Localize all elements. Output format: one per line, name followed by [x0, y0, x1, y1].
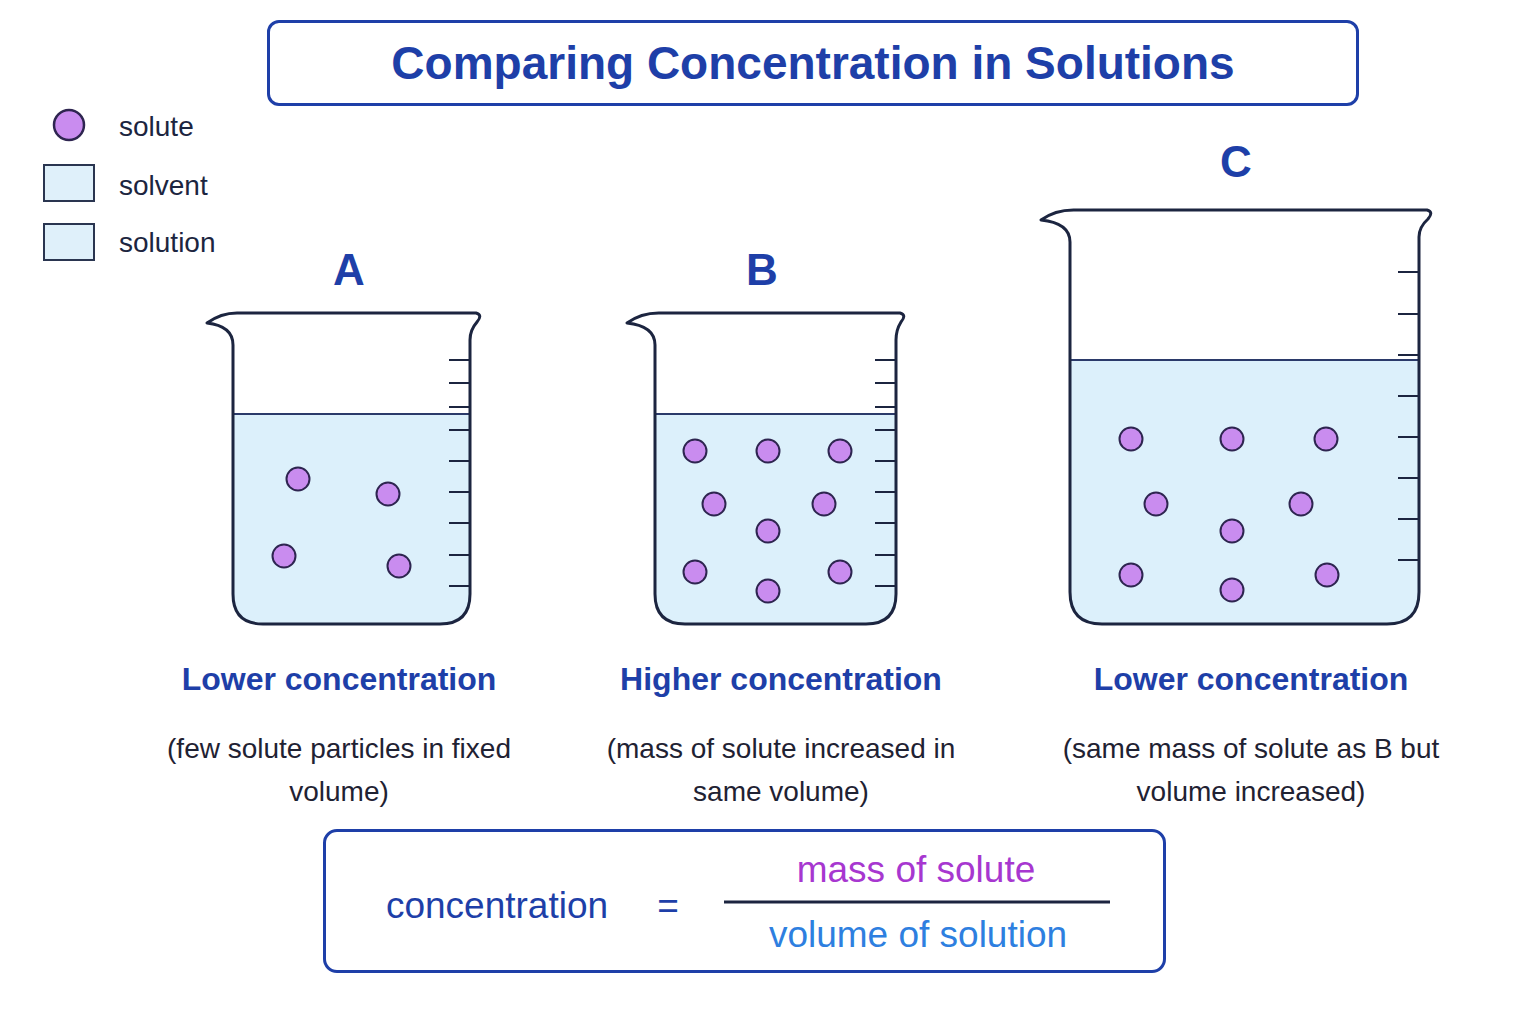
solute-particle — [273, 545, 296, 568]
beaker-panel: BHigher concentration(mass of solute inc… — [576, 240, 986, 800]
fraction-bar — [724, 901, 1110, 904]
beaker-glass — [207, 313, 480, 624]
formula-box: concentration=mass of solute volume of so… — [323, 829, 1166, 973]
graduation-mark — [1398, 518, 1419, 520]
graduation-mark — [875, 522, 896, 524]
solute-particle — [684, 440, 707, 463]
graduation-mark — [1398, 559, 1419, 561]
beaker-drawing — [576, 240, 986, 800]
legend-label: solute — [119, 110, 194, 144]
graduation-mark — [875, 359, 896, 361]
solution-liquid — [655, 414, 896, 624]
solute-particle — [1315, 428, 1338, 451]
graduation-mark — [449, 382, 470, 384]
concentration-note: (few solute particles in fixed volume) — [144, 727, 534, 813]
title-box: Comparing Concentration in Solutions — [267, 20, 1359, 106]
beaker-glass — [1041, 210, 1431, 624]
concentration-note: (mass of solute increased in same volume… — [586, 727, 976, 813]
graduation-mark — [875, 585, 896, 587]
graduation-mark — [875, 406, 896, 408]
graduation-mark — [449, 585, 470, 587]
solute-particle — [1221, 579, 1244, 602]
beaker-letter: C — [1186, 137, 1286, 187]
solute-particle — [1221, 520, 1244, 543]
solute-particle-symbol — [54, 110, 84, 140]
graduation-mark — [1398, 436, 1419, 438]
concentration-heading: Lower concentration — [129, 659, 549, 699]
solute-particle — [1145, 493, 1168, 516]
graduation-mark — [449, 491, 470, 493]
graduation-mark — [449, 429, 470, 431]
beaker-drawing — [134, 240, 544, 800]
graduation-mark — [449, 460, 470, 462]
liquid-surface — [1070, 359, 1419, 361]
solute-particle — [829, 561, 852, 584]
concentration-heading: Lower concentration — [1041, 659, 1461, 699]
formula-term: concentration — [347, 884, 647, 928]
solute-particle — [377, 483, 400, 506]
legend-label: solution — [119, 226, 216, 260]
legend-swatch — [43, 164, 95, 202]
concentration-heading: Higher concentration — [571, 659, 991, 699]
equals-sign: = — [643, 884, 693, 928]
graduation-mark — [449, 554, 470, 556]
formula-numerator: mass of solute — [696, 848, 1136, 892]
graduation-mark — [1398, 313, 1419, 315]
solute-particle — [829, 440, 852, 463]
liquid-surface — [233, 413, 470, 415]
solute-particle — [388, 555, 411, 578]
legend-swatch — [43, 223, 95, 261]
solute-particle — [757, 580, 780, 603]
solute-particle — [813, 493, 836, 516]
graduation-mark — [449, 406, 470, 408]
beaker-outline — [1041, 210, 1431, 624]
solute-particle — [684, 561, 707, 584]
solution-liquid — [1070, 360, 1419, 624]
solute-particle — [1120, 428, 1143, 451]
graduation-mark — [875, 382, 896, 384]
solute-particle — [757, 440, 780, 463]
legend-symbol — [50, 106, 88, 144]
beaker-letter: A — [299, 245, 399, 295]
graduation-mark — [449, 522, 470, 524]
beaker-outline — [627, 313, 904, 624]
solute-particle — [757, 520, 780, 543]
solute-particle — [703, 493, 726, 516]
solute-particle — [287, 468, 310, 491]
beaker-drawing — [1036, 130, 1466, 800]
graduation-mark — [875, 554, 896, 556]
solute-particle — [1120, 564, 1143, 587]
graduation-mark — [875, 460, 896, 462]
graduation-mark — [1398, 354, 1419, 356]
liquid-surface — [655, 413, 896, 415]
graduation-mark — [875, 491, 896, 493]
title-text: Comparing Concentration in Solutions — [391, 36, 1234, 90]
graduation-mark — [449, 359, 470, 361]
formula-denominator: volume of solution — [698, 913, 1138, 957]
beaker-glass — [627, 313, 904, 624]
beaker-letter: B — [712, 245, 812, 295]
solute-particle — [1221, 428, 1244, 451]
concentration-note: (same mass of solute as B but volume inc… — [1056, 727, 1446, 813]
beaker-panel: ALower concentration(few solute particle… — [134, 240, 544, 800]
graduation-mark — [1398, 477, 1419, 479]
beaker-outline — [207, 313, 480, 624]
solution-liquid — [233, 414, 470, 624]
graduation-mark — [1398, 271, 1419, 273]
solute-particle — [1316, 564, 1339, 587]
graduation-mark — [1398, 395, 1419, 397]
solute-particle — [1290, 493, 1313, 516]
legend-label: solvent — [119, 169, 208, 203]
graduation-mark — [875, 429, 896, 431]
beaker-panel: CLower concentration(same mass of solute… — [1036, 130, 1466, 800]
